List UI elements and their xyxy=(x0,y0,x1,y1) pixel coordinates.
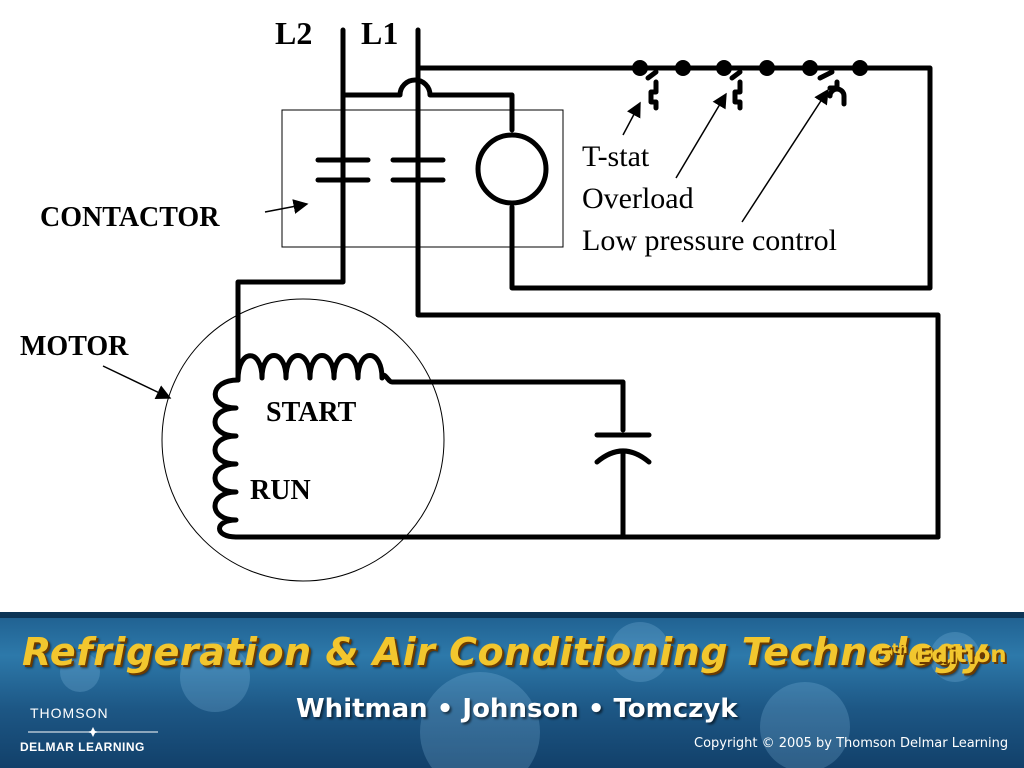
tstat-label: T-stat xyxy=(582,140,650,173)
copyright-text: Copyright © 2005 by Thomson Delmar Learn… xyxy=(694,736,1009,751)
overload-contact-right xyxy=(759,60,775,76)
wiring-diagram: L2 L1 T-stat Overload Low pressure contr… xyxy=(20,15,941,582)
tstat-symbol xyxy=(645,69,659,111)
lpc-symbol xyxy=(817,69,847,107)
overload-symbol xyxy=(729,69,743,111)
overload-label: Overload xyxy=(582,182,694,215)
book-banner: Refrigeration & Air Conditioning Technol… xyxy=(0,612,1024,768)
publisher-imprint: DELMAR LEARNING xyxy=(20,740,145,754)
book-title: Refrigeration & Air Conditioning Technol… xyxy=(22,630,988,674)
start-winding xyxy=(235,353,626,433)
start-label: START xyxy=(266,397,357,428)
overload-arrow xyxy=(675,92,727,179)
tstat-contact-left xyxy=(632,60,648,76)
run-label: RUN xyxy=(250,475,311,506)
contactor-box xyxy=(281,109,564,248)
l2-line xyxy=(235,27,346,383)
l1-line xyxy=(415,27,941,540)
publisher-name: THOMSON xyxy=(30,705,109,721)
lpc-contact-left xyxy=(802,60,818,76)
book-edition: 5th Edition xyxy=(876,642,1007,668)
l2-label: L2 xyxy=(275,15,312,51)
motor-arrow xyxy=(102,365,172,399)
lpc-contact-right xyxy=(852,60,868,76)
lpc-arrow xyxy=(741,88,829,223)
motor-label: MOTOR xyxy=(20,331,129,362)
l1-label: L1 xyxy=(361,15,398,51)
contactor-label: CONTACTOR xyxy=(40,202,220,233)
contactor-arrow xyxy=(264,199,309,214)
low-pressure-label: Low pressure control xyxy=(582,224,837,257)
contactor-coil xyxy=(475,132,549,206)
tstat-arrow xyxy=(622,101,641,136)
tstat-contact-right xyxy=(675,60,691,76)
control-circuit-return xyxy=(509,65,933,291)
overload-contact-left xyxy=(716,60,732,76)
book-authors: Whitman • Johnson • Tomczyk xyxy=(296,694,738,724)
run-winding xyxy=(212,377,241,540)
publisher-star-icon xyxy=(28,727,158,737)
motor-circle xyxy=(161,298,445,582)
coil-feed xyxy=(340,77,515,133)
